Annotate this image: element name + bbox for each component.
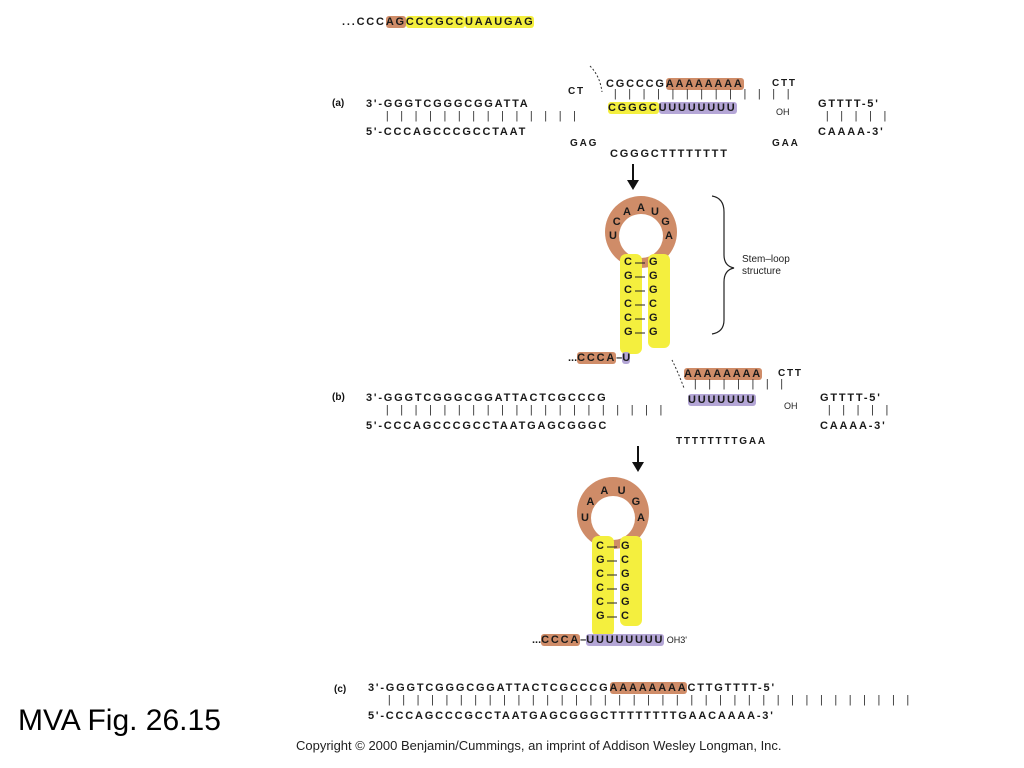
- template-right-a: GTTTT-5': [818, 98, 880, 110]
- stem-base-right: G: [649, 326, 658, 338]
- stem-base-left: C: [596, 540, 604, 552]
- stem-base-right: G: [649, 284, 658, 296]
- down-arrow-1: [627, 180, 639, 190]
- pairing-bars-b2: | | | | | | |: [692, 379, 786, 391]
- stem-base-left: C: [624, 298, 632, 310]
- panel-label-b: (b): [332, 392, 345, 403]
- loop-base: C: [612, 216, 621, 228]
- stem-right-1: [648, 254, 670, 348]
- loop-base: U: [581, 512, 589, 524]
- pairing-bars-b3: | | | | |: [826, 405, 891, 417]
- stem-base-right: C: [649, 298, 657, 310]
- loop-base: A: [586, 495, 595, 508]
- rna-paired-b: UUUUUUU: [688, 394, 757, 406]
- oh3-label: OH3': [664, 635, 687, 645]
- stem-base-right: C: [621, 610, 629, 622]
- stem-base-left: C: [624, 284, 632, 296]
- stem-base-left: C: [596, 568, 604, 580]
- rna-connector-b: [671, 359, 685, 389]
- loop-base: U: [651, 205, 659, 218]
- pairing-bars-b1: | | | | | | | | | | | | | | | | | | | |: [384, 405, 665, 417]
- loop-base: A: [637, 202, 645, 214]
- loop-base: A: [623, 205, 631, 218]
- pairing-bars-a2: | | | | | | | | | | | | |: [612, 89, 793, 101]
- stem-base-right: G: [621, 540, 630, 552]
- stem-base-right: G: [649, 256, 658, 268]
- stem-right-2: [620, 536, 642, 626]
- stem-base-left: C: [596, 582, 604, 594]
- dash: –: [580, 634, 587, 646]
- strand-lead: ...: [568, 352, 578, 364]
- stem-base-right: G: [649, 312, 658, 324]
- loop-base: A: [665, 230, 673, 242]
- bottom-loop-a: GAG: [570, 138, 599, 149]
- template-top-b: 3'-GGGTCGGGCGGATTACTCGCCCG: [366, 392, 608, 404]
- template-bottom-mid-a: CGGGCTTTTTTTT: [610, 148, 729, 160]
- template-right-b: GTTTT-5': [820, 392, 882, 404]
- loop-base: U: [617, 485, 626, 498]
- stem-base-right: G: [621, 582, 630, 594]
- pairing-bars-a1: | | | | | | | | | | | | | |: [384, 111, 579, 123]
- stem-base-right: G: [621, 568, 630, 580]
- strand-orange: CCCA: [577, 352, 617, 364]
- figure-label: MVA Fig. 26.15: [18, 704, 221, 737]
- strand-orange: CCCA: [541, 634, 581, 646]
- stem-base-left: G: [596, 610, 605, 622]
- template-top-a: 3'-GGGTCGGGCGGATTA: [366, 98, 530, 110]
- stem-base-left: G: [624, 270, 633, 282]
- stem-base-left: C: [596, 596, 604, 608]
- pairing-bars-c: | | | | | | | | | | | | | | | | | | | | …: [386, 695, 912, 707]
- template-top-c: 3'-GGGTCGGGCGGATTACTCGCCCGAAAAAAAACTTGTT…: [368, 682, 776, 694]
- loop-base: A: [600, 485, 609, 498]
- loop-base: G: [661, 216, 670, 228]
- top-loop-right-a: CTT: [772, 78, 797, 89]
- top-loop-right-b: CTT: [778, 368, 803, 379]
- top-loop-a: CT: [568, 86, 585, 97]
- template-bottom-right-a: CAAAA-3': [818, 126, 885, 138]
- stem-base-left: C: [624, 312, 632, 324]
- annotation-line: structure: [742, 266, 781, 277]
- rna-connector-a: [589, 65, 603, 93]
- bottom-loop-right-a: GAA: [772, 138, 800, 149]
- stem-base-strand: ...CCCA–U: [568, 352, 631, 364]
- dash: –: [616, 352, 623, 364]
- template-bottom-a: 5'-CCCAGCCCGCCTAAT: [366, 126, 528, 138]
- pairing-bars-a3: | | | | |: [824, 111, 889, 123]
- stem-left-1: [620, 254, 642, 354]
- stem-base-left: C: [624, 256, 632, 268]
- oh-label-b: OH: [784, 401, 798, 411]
- panel-label-a: (a): [332, 98, 345, 109]
- bottom-loop-b: TTTTTTTTGAA: [676, 436, 767, 447]
- stem-base-right: G: [649, 270, 658, 282]
- rna-transcript-a: ...CCCAGCCCGCCUAAUGAG: [342, 16, 535, 28]
- annotation-line: Stem–loop: [742, 254, 790, 265]
- oh-label-a: OH: [776, 107, 790, 117]
- stem-base-strand: ...CCCA–UUUUUUUU OH3': [532, 634, 687, 646]
- template-bottom-c: 5'-CCCAGCCCGCCTAATGAGCGGGCTTTTTTTTGAACAA…: [368, 710, 775, 722]
- rna-paired-a: CGGGCUUUUUUUU: [608, 102, 737, 114]
- loop-base: A: [637, 512, 645, 524]
- stem-base-left: G: [624, 326, 633, 338]
- strand-u: U: [622, 352, 631, 364]
- down-arrow-2: [632, 462, 644, 472]
- stem-base-left: G: [596, 554, 605, 566]
- loop-base: U: [609, 230, 617, 242]
- copyright-notice: Copyright © 2000 Benjamin/Cummings, an i…: [296, 738, 782, 753]
- template-bottom-b: 5'-CCCAGCCCGCCTAATGAGCGGGC: [366, 420, 609, 432]
- panel-label-c: (c): [334, 684, 347, 695]
- stem-base-right: C: [621, 554, 629, 566]
- stem-base-right: G: [621, 596, 630, 608]
- template-bottom-right-b: CAAAA-3': [820, 420, 887, 432]
- loop-base: G: [631, 495, 641, 508]
- strand-tail-u: UUUUUUUU: [586, 634, 665, 646]
- template-mid-a: CGCCCGAAAAAAAA: [606, 78, 744, 90]
- template-top-a-b: AAAAAAAA: [684, 368, 762, 380]
- strand-lead: ...: [532, 634, 542, 646]
- brace: [711, 195, 735, 335]
